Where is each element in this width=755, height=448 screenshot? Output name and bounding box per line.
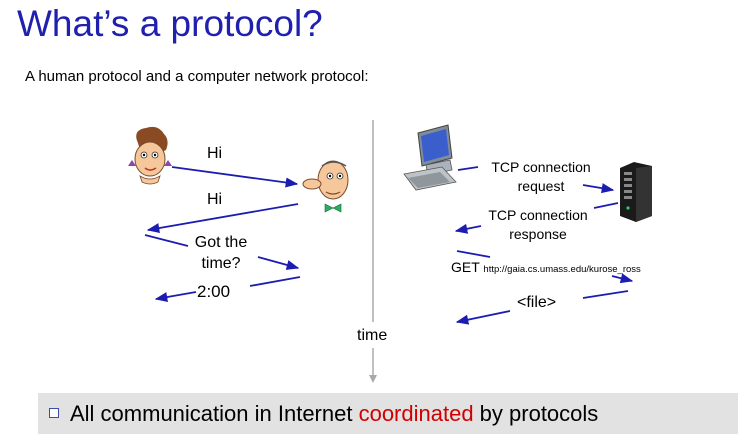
label-tcp-request-line-1: TCP connection <box>491 159 591 175</box>
woman-face-icon <box>128 126 172 185</box>
arrow-tcp-response-lead <box>593 202 619 209</box>
label-tcp-response: TCP connection response <box>482 206 594 244</box>
arrow-get <box>611 273 634 284</box>
summary-banner: All communication in Internet coordinate… <box>38 393 738 434</box>
label-got-the-time-line-2: time? <box>201 255 241 272</box>
slide-subtitle: A human protocol and a computer network … <box>25 68 369 85</box>
time-label: time <box>357 327 388 344</box>
arrow-file <box>455 310 511 325</box>
arrow-hi-2 <box>146 203 299 234</box>
label-get-method: GET <box>451 259 480 275</box>
label-tcp-request: TCP connection request <box>485 158 597 196</box>
label-hi-2: Hi <box>207 191 223 208</box>
label-get-url: http://gaia.cs.umass.edu/kurose_ross <box>483 264 641 275</box>
label-file: <file> <box>517 294 557 311</box>
summary-text-accent: coordinated <box>358 401 474 426</box>
label-tcp-response-line-1: TCP connection <box>488 207 588 223</box>
label-get-request: GET http://gaia.cs.umass.edu/kurose_ross <box>451 259 641 275</box>
label-tcp-response-line-2: response <box>509 226 567 242</box>
checkbox-bullet-icon <box>49 408 59 418</box>
label-got-the-time-line-1: Got the <box>194 234 248 251</box>
summary-text: All communication in Internet coordinate… <box>70 401 598 427</box>
arrow-got-time <box>257 256 300 270</box>
slide-title: What’s a protocol? <box>17 3 323 44</box>
arrow-tcp-response <box>454 223 482 234</box>
man-face-icon <box>302 160 349 213</box>
arrow-reply-lead <box>249 276 301 287</box>
arrow-file-lead <box>582 290 629 299</box>
arrow-reply <box>154 291 197 303</box>
arrow-tcp-request <box>582 183 615 194</box>
label-reply-time: 2:00 <box>197 282 231 301</box>
arrow-got-time-lead <box>144 234 189 247</box>
server-icon <box>620 162 652 222</box>
summary-text-after: by protocols <box>473 401 599 426</box>
arrow-tcp-request-lead <box>457 166 479 171</box>
summary-text-before: All communication in Internet <box>70 401 359 426</box>
label-hi-1: Hi <box>207 145 223 162</box>
computer-icon <box>403 124 457 191</box>
label-tcp-request-line-2: request <box>517 178 565 194</box>
arrow-get-lead <box>456 250 491 258</box>
arrow-hi-1 <box>171 166 299 188</box>
label-got-the-time: Got the time? <box>185 232 257 274</box>
time-axis <box>369 120 377 383</box>
